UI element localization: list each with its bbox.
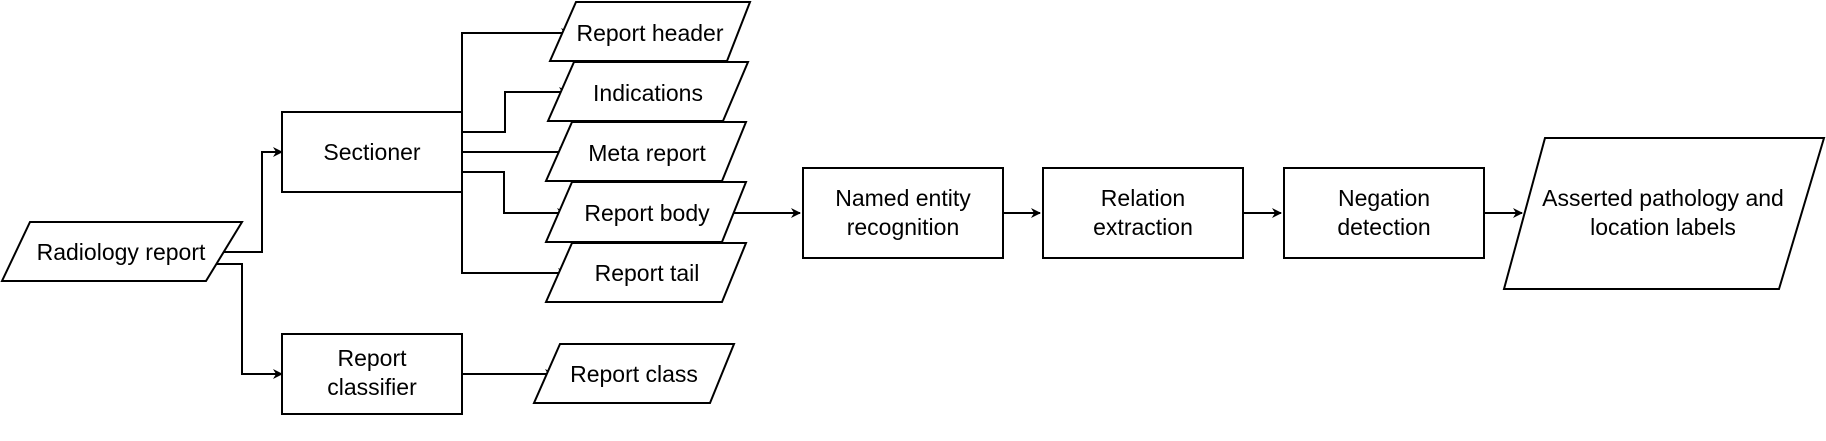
negation-detection-label-line1: Negation — [1338, 185, 1430, 211]
indications-label: Indications — [593, 80, 703, 106]
node-negation-detection: Negation detection — [1283, 167, 1485, 259]
node-sectioner: Sectioner — [281, 111, 463, 193]
edges — [205, 28, 1523, 379]
node-indications: Indications — [546, 61, 750, 122]
node-report-body: Report body — [544, 181, 748, 243]
node-radiology-report: Radiology report — [0, 221, 244, 282]
output-labels-label-line2: location labels — [1590, 214, 1736, 240]
meta-report-label: Meta report — [588, 140, 706, 166]
edge-report-to-sectioner — [205, 147, 283, 253]
edge-sectioner-to-header — [461, 28, 571, 130]
ner-label-line2: recognition — [847, 214, 960, 240]
edge-sectioner-to-indications — [462, 87, 569, 133]
edge-sectioner-to-body — [462, 171, 567, 218]
output-labels-label-line1: Asserted pathology and — [1542, 185, 1784, 211]
relation-extraction-label-line2: extraction — [1093, 214, 1193, 240]
node-ner: Named entity recognition — [802, 167, 1004, 259]
report-tail-label: Report tail — [595, 260, 700, 286]
negation-detection-label-line2: detection — [1337, 214, 1430, 240]
report-body-label: Report body — [584, 200, 710, 226]
node-report-class: Report class — [532, 343, 736, 404]
report-classifier-label-line1: Report — [337, 345, 407, 371]
edge-sectioner-to-tail — [461, 176, 568, 278]
node-meta-report: Meta report — [544, 121, 748, 182]
ner-label-line1: Named entity — [835, 185, 971, 211]
node-report-classifier: Report classifier — [281, 333, 463, 415]
report-class-label: Report class — [570, 361, 698, 387]
edge-report-to-classifier — [205, 263, 283, 379]
relation-extraction-label-line1: Relation — [1101, 185, 1185, 211]
report-classifier-label-line2: classifier — [327, 374, 417, 400]
sectioner-label: Sectioner — [323, 139, 421, 165]
node-report-header: Report header — [548, 0, 752, 62]
report-header-label: Report header — [576, 20, 723, 46]
node-output-labels: Asserted pathology and location labels — [1502, 137, 1826, 290]
node-report-tail: Report tail — [544, 242, 748, 303]
node-relation-extraction: Relation extraction — [1042, 167, 1244, 259]
radiology-report-label: Radiology report — [37, 239, 206, 265]
